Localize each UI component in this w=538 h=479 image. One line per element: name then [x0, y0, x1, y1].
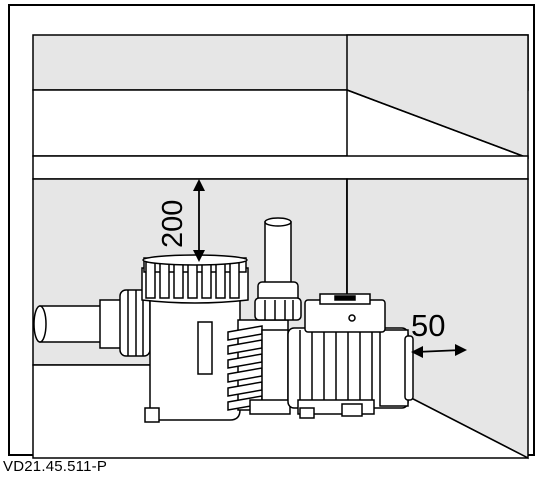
prefilter-housing [141, 254, 249, 423]
motor [287, 293, 414, 419]
dimension-side-label: 50 [411, 308, 445, 343]
dimension-top-arrow [193, 179, 205, 262]
pump-body [227, 319, 291, 415]
inlet-pipe [33, 289, 151, 357]
figure-caption: VD21.45.511-P [3, 458, 108, 475]
outlet-pipe [254, 217, 302, 321]
dimension-side-arrow [411, 344, 467, 358]
dimension-top-label: 200 [157, 200, 189, 248]
upper-cabinet [32, 34, 529, 180]
